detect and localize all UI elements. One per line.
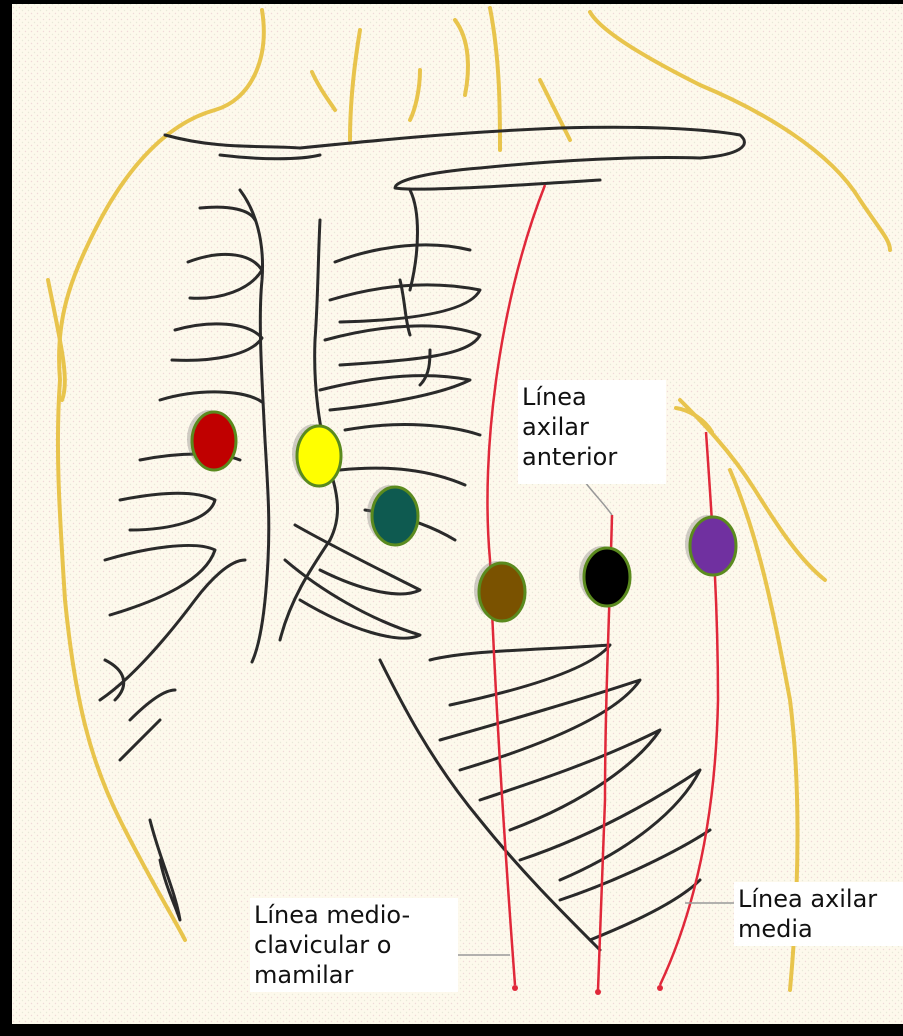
line-end-dot (657, 985, 663, 991)
line-end-dot (512, 985, 518, 991)
electrode-v6 (690, 517, 736, 575)
line-end-dot (595, 989, 601, 995)
electrode-v1 (192, 412, 236, 470)
electrode-v5 (584, 548, 630, 606)
electrode-v3 (372, 487, 418, 545)
electrode-v2 (297, 426, 341, 486)
label-midclavicular-line: Línea medio- clavicular o mamilar (250, 898, 458, 992)
electrode-v4 (479, 563, 525, 621)
label-mid-axillary-line: Línea axilar media (734, 882, 903, 946)
label-anterior-axillary-line: Línea axilar anterior (518, 380, 666, 484)
